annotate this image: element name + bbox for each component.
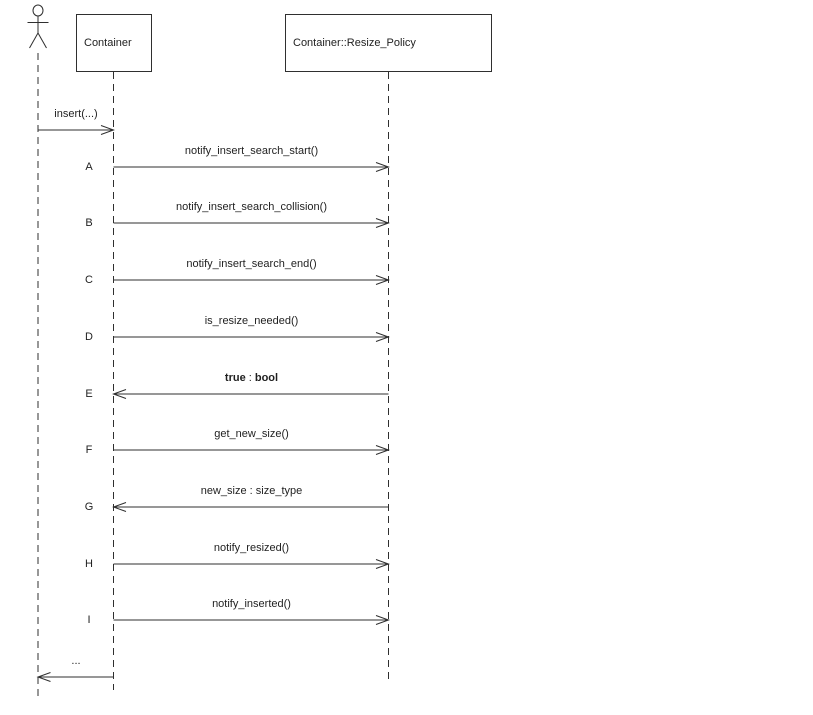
message-label-return: ... (71, 655, 81, 667)
message-id-d: D (85, 331, 93, 343)
message-id-g: G (84, 501, 94, 513)
message-id-e: E (85, 388, 93, 400)
message-arrow-g (112, 502, 389, 512)
message-label-c: notify_insert_search_end() (186, 258, 317, 270)
message-label-g: new_size : size_type (200, 485, 303, 497)
message-arrow-f (113, 445, 390, 455)
message-id-b: B (85, 217, 93, 229)
message-arrow-i (113, 615, 390, 625)
message-id-c: C (85, 274, 93, 286)
message-label-d: is_resize_needed() (204, 315, 299, 327)
participant-box-container: Container (76, 14, 152, 72)
message-label-b: notify_insert_search_collision() (175, 201, 327, 213)
message-arrow-h (113, 559, 390, 569)
message-label-e-type: bool (254, 372, 279, 384)
message-id-i: I (87, 614, 91, 626)
message-arrow-c (113, 275, 390, 285)
message-arrow-insert (38, 125, 115, 135)
message-arrow-a (113, 162, 390, 172)
actor-icon (27, 4, 49, 49)
message-label-e-value: true (224, 372, 246, 384)
message-label-a: notify_insert_search_start() (184, 145, 319, 157)
message-label-f: get_new_size() (214, 428, 289, 440)
participant-label-resize-policy: Container::Resize_Policy (293, 37, 416, 49)
message-arrow-d (113, 332, 390, 342)
message-arrow-b (113, 218, 390, 228)
message-id-h: H (85, 558, 93, 570)
participant-box-resize-policy: Container::Resize_Policy (285, 14, 492, 72)
message-label-i: notify_inserted() (212, 598, 291, 610)
message-arrow-e (112, 389, 389, 399)
message-label-e: true : bool (114, 370, 389, 386)
message-label-insert: insert(...) (54, 108, 98, 120)
message-id-a: A (85, 161, 93, 173)
message-arrow-return (36, 672, 114, 682)
message-id-f: F (85, 444, 93, 456)
message-label-e-separator: : (245, 372, 255, 384)
participant-label-container: Container (84, 37, 132, 49)
message-label-h: notify_resized() (213, 542, 290, 554)
